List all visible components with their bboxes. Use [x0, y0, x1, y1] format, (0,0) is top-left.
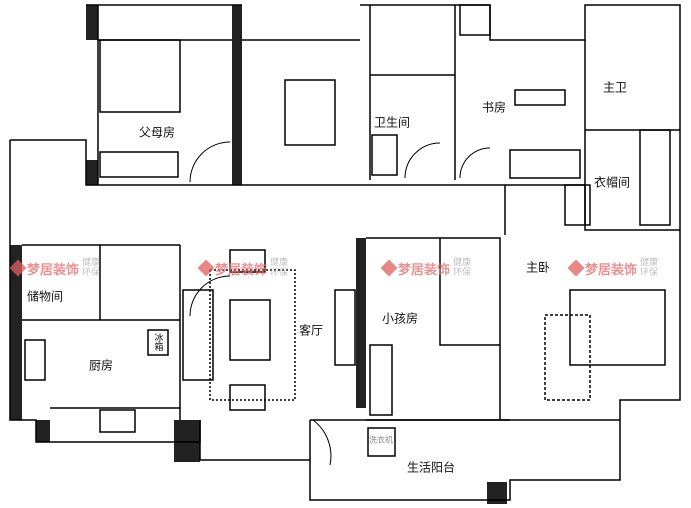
room-label-storage: 储物间 — [26, 289, 64, 304]
room-label-study: 书房 — [481, 100, 507, 115]
room-label-master-bath: 主卫 — [602, 80, 628, 95]
watermark: 梦居装饰健康 环保 — [197, 258, 292, 278]
watermark: 梦居装饰健康 环保 — [380, 258, 475, 278]
watermark: 梦居装饰健康 环保 — [9, 258, 104, 278]
brand-logo-icon — [9, 259, 27, 277]
room-label-parents: 父母房 — [138, 125, 176, 140]
room-label-master-bedroom: 主卧 — [525, 260, 551, 275]
brand-logo-icon — [197, 259, 215, 277]
watermark: 梦居装饰健康 环保 — [567, 258, 662, 278]
room-label-balcony: 生活阳台 — [406, 460, 456, 475]
room-label-kitchen: 厨房 — [88, 358, 114, 373]
room-label-bathroom: 卫生间 — [373, 115, 411, 130]
room-label-kids: 小孩房 — [381, 311, 419, 326]
fridge-label: 冰箱 — [152, 333, 163, 351]
brand-logo-icon — [567, 259, 585, 277]
room-label-living: 客厅 — [298, 323, 324, 338]
washing-machine-label: 洗衣机 — [369, 435, 393, 445]
structural-columns — [10, 5, 507, 504]
brand-logo-icon — [380, 259, 398, 277]
room-label-closet: 衣帽间 — [593, 175, 631, 190]
watermark-tags: 健康 环保 — [82, 258, 101, 278]
